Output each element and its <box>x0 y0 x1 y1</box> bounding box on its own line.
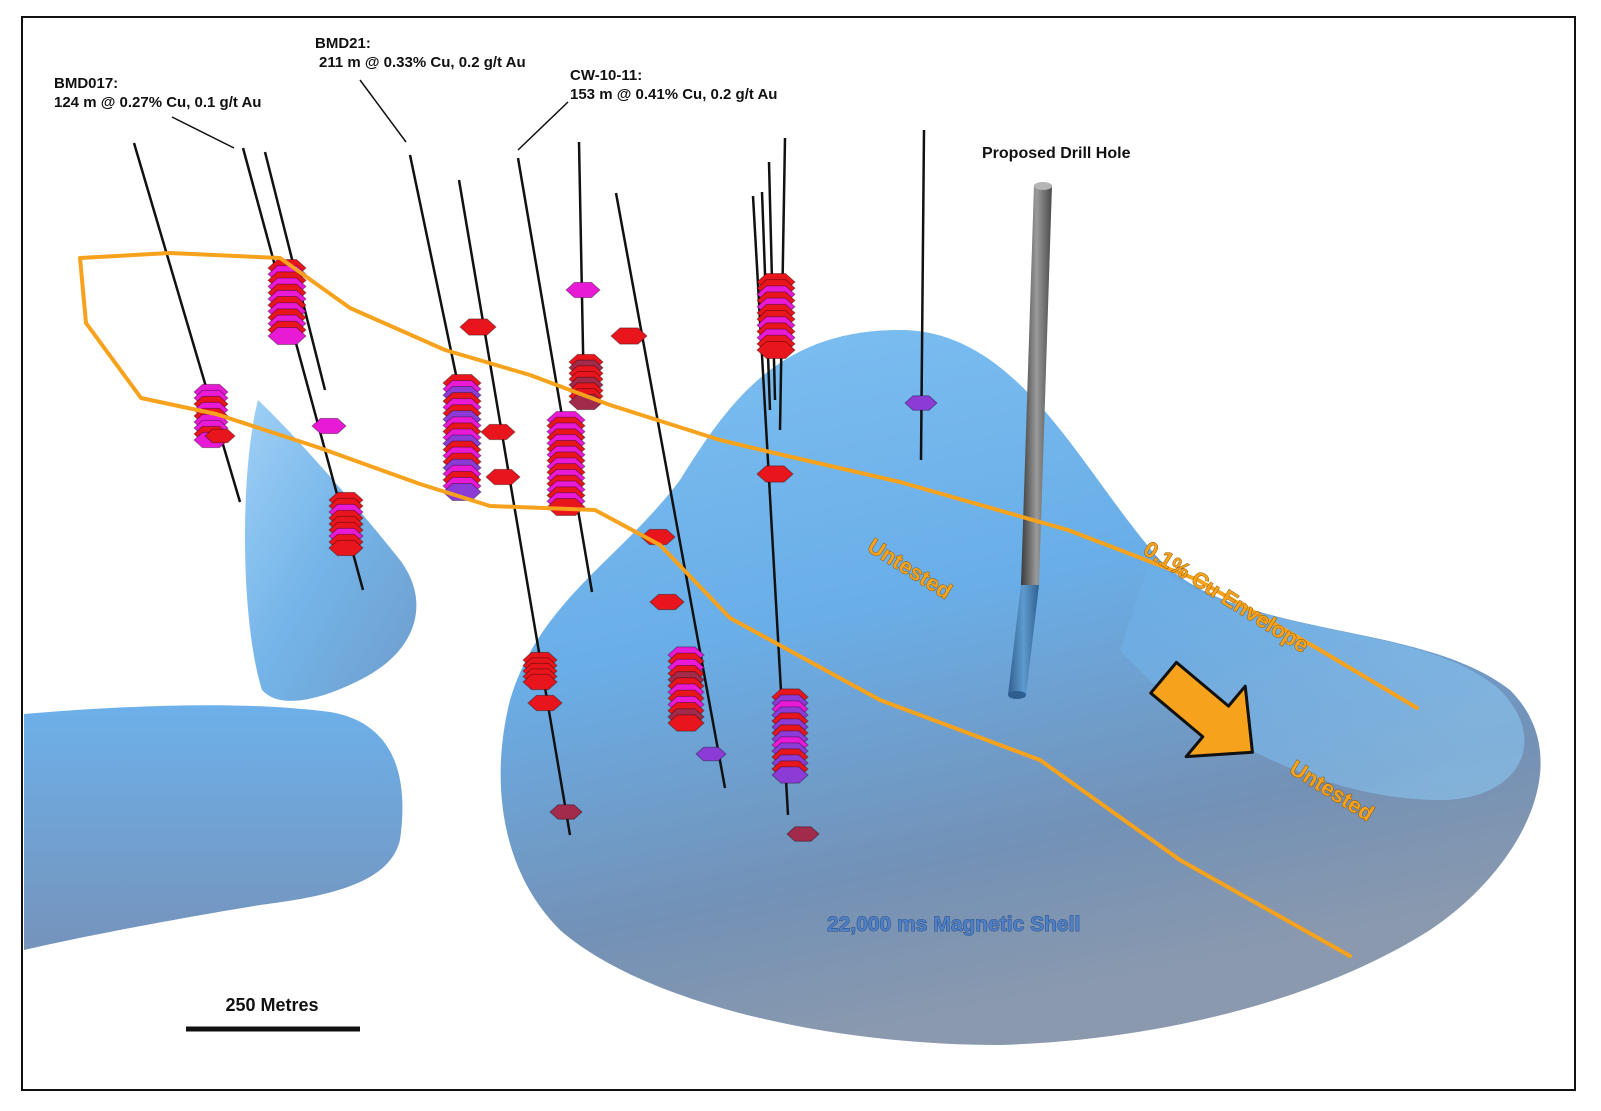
leader-line-cw <box>517 101 569 151</box>
hole-label-cw-result: 153 m @ 0.41% Cu, 0.2 g/t Au <box>570 86 777 103</box>
grade-intercept <box>565 281 601 299</box>
grade-intercept <box>695 746 727 762</box>
proposed-hole-label: Proposed Drill Hole <box>982 145 1131 162</box>
magnetic-shell-label: 22,000 ms Magnetic Shell <box>827 913 1080 936</box>
proposed-drill-hole <box>1008 182 1052 699</box>
hole-label-bmd017-name: BMD017: <box>54 75 118 92</box>
grade-intercept <box>204 428 236 444</box>
hole-label-bmd017-result: 124 m @ 0.27% Cu, 0.1 g/t Au <box>54 94 261 111</box>
grade-intercept <box>480 423 516 441</box>
leader-line-bmd017 <box>171 116 235 149</box>
grade-intercept <box>771 766 809 784</box>
hole-label-bmd21-name: BMD21: <box>315 35 371 52</box>
drill-hole <box>614 192 727 789</box>
drill-hole <box>516 157 594 593</box>
hole-label-bmd21-result: 211 m @ 0.33% Cu, 0.2 g/t Au <box>319 54 526 71</box>
grade-intercepts <box>193 258 938 842</box>
grade-intercept <box>756 340 796 360</box>
grade-intercept <box>756 465 794 483</box>
proposed-hole-cap <box>1034 182 1052 190</box>
grade-intercept <box>649 593 685 611</box>
grade-intercept <box>328 539 364 557</box>
grade-intercept <box>267 326 307 346</box>
hole-label-cw-name: CW-10-11: <box>570 67 642 84</box>
proposed-hole-rod <box>1021 185 1052 585</box>
grade-intercept <box>459 318 497 336</box>
leader-lines <box>171 79 569 151</box>
leader-line-bmd21 <box>359 79 407 143</box>
arrow-down-right-icon <box>1149 660 1254 759</box>
grade-intercept <box>485 468 521 486</box>
grade-intercept <box>311 417 347 435</box>
scale-label: 250 Metres <box>225 995 318 1015</box>
magnetic-shell-highlight <box>1120 560 1525 800</box>
grade-intercept <box>522 673 558 691</box>
proposed-hole-rod-lower <box>1008 585 1039 695</box>
magnetic-shell-cone <box>244 400 417 701</box>
grade-intercept <box>549 804 583 820</box>
proposed-hole-end <box>1008 691 1026 699</box>
grade-intercept <box>610 327 648 345</box>
cu-envelope-outline <box>78 251 1419 958</box>
grade-intercept <box>667 714 705 732</box>
grade-intercept <box>786 826 820 842</box>
grade-intercept <box>904 395 938 411</box>
magnetic-shell-left <box>24 705 403 950</box>
grade-intercept <box>527 694 563 712</box>
